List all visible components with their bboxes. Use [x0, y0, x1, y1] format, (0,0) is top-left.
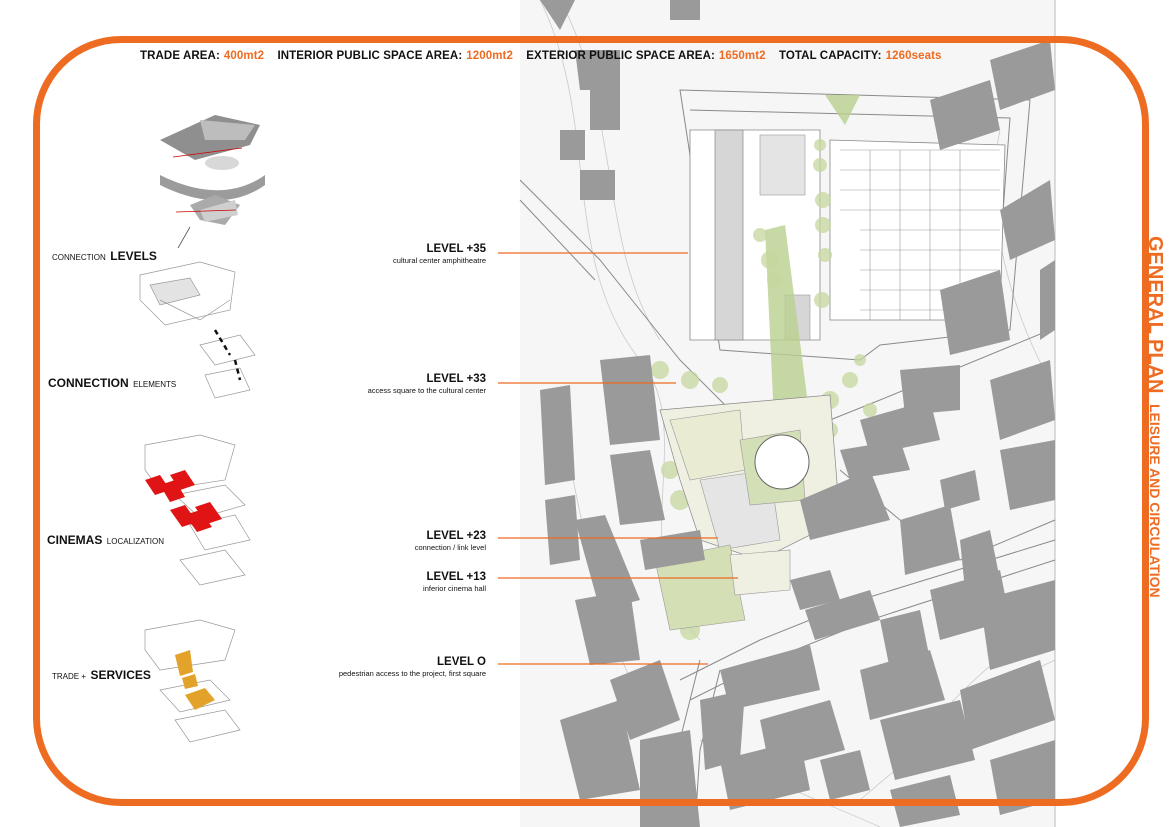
level-13-callout: LEVEL +13 inferior cinema hall — [423, 571, 486, 593]
trade-area-label: TRADE AREA: — [140, 50, 220, 62]
label-connection-elements: CONNECTION ELEMENTS — [48, 376, 177, 390]
sheet-title-sub: LEISURE AND CIRCULATION — [1147, 403, 1163, 598]
trade-area-value: 400mt2 — [223, 50, 265, 62]
level-35-callout: LEVEL +35 cultural center amphitheatre — [393, 243, 486, 265]
interior-area-value: 1200mt2 — [466, 50, 513, 62]
capacity-label: TOTAL CAPACITY: — [778, 50, 882, 62]
sheet-title: GENERAL PLAN LEISURE AND CIRCULATION — [1143, 236, 1166, 598]
diagram-connection-levels — [160, 115, 265, 249]
exterior-area-value: 1650mt2 — [718, 50, 766, 62]
level-33-callout: LEVEL +33 access square to the cultural … — [367, 373, 486, 395]
level-0-callout: LEVEL O pedestrian access to the project… — [338, 656, 486, 678]
label-trade-services: TRADE + SERVICES — [52, 668, 151, 682]
level-23-callout: LEVEL +23 connection / link level — [414, 530, 486, 552]
label-connection-levels: CONNECTION LEVELS — [52, 249, 157, 263]
diagram-trade-services — [144, 619, 241, 743]
diagram-cinemas — [144, 434, 251, 586]
capacity-value: 1260seats — [885, 50, 942, 62]
sheet-title-main: GENERAL PLAN — [1144, 236, 1166, 394]
area-summary: TRADE AREA:400mt2 INTERIOR PUBLIC SPACE … — [140, 50, 952, 62]
interior-area-label: INTERIOR PUBLIC SPACE AREA: — [277, 50, 463, 62]
diagram-connection-elements — [139, 261, 256, 399]
label-cinemas: CINEMAS LOCALIZATION — [47, 533, 164, 547]
exterior-area-label: EXTERIOR PUBLIC SPACE AREA: — [526, 50, 715, 62]
